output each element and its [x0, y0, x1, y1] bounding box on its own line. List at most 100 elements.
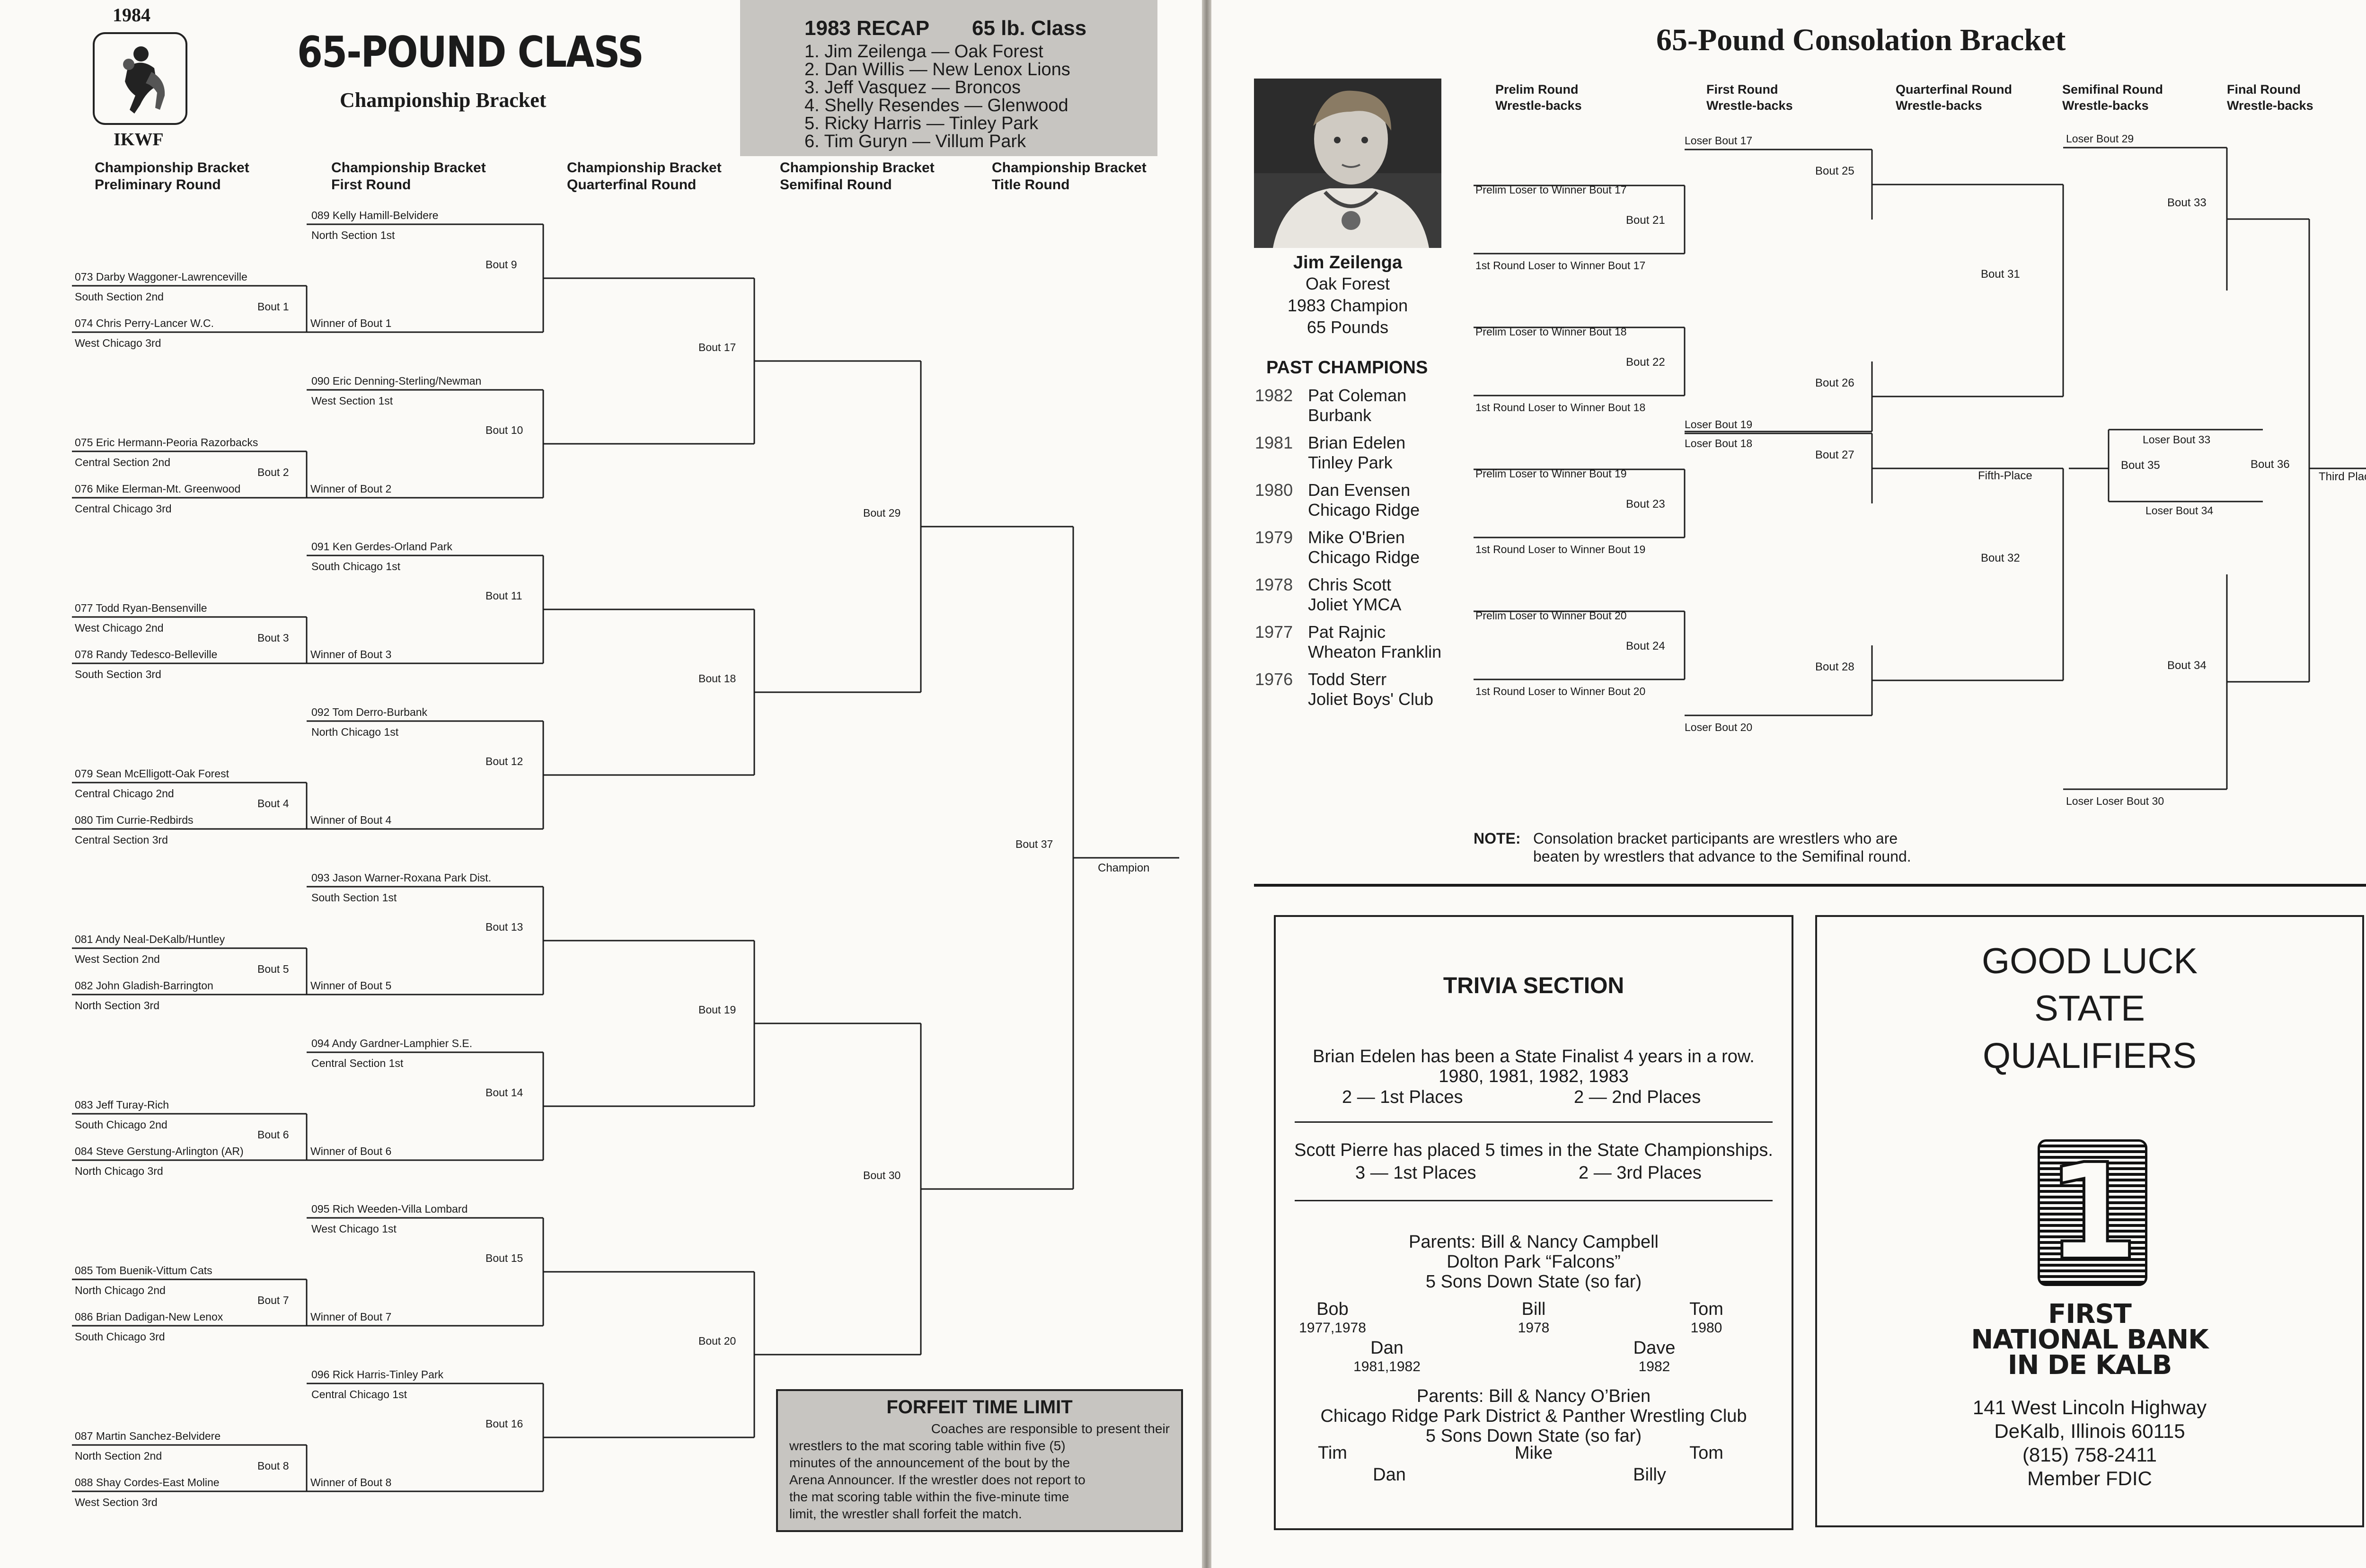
- wrestler-seed: Central Chicago 1st: [311, 1388, 407, 1401]
- wrestler-seed: Central Chicago 3rd: [75, 502, 172, 515]
- wrestler-seed: North Chicago 1st: [311, 726, 399, 738]
- bout-label: Bout 17: [698, 341, 736, 353]
- champion-name: Mike O'Brien: [1308, 528, 1405, 547]
- champion-name: Chris Scott: [1308, 575, 1392, 594]
- bank-name-line: NATIONAL BANK: [1971, 1324, 2208, 1355]
- round-header-line1: Final Round: [2227, 82, 2301, 97]
- wrestler-entry: 091 Ken Gerdes-Orland Park: [311, 540, 452, 553]
- bout-label: Bout 22: [1626, 356, 1665, 369]
- forfeit-line: the mat scoring table within the five-mi…: [789, 1489, 1069, 1504]
- bout-label: Bout 27: [1815, 449, 1854, 461]
- champion-year: 1981: [1255, 433, 1293, 452]
- wrestler-entry: 088 Shay Cordes-East Moline: [75, 1476, 220, 1489]
- wrestler-entry: 090 Eric Denning-Sterling/Newman: [311, 375, 482, 387]
- wrestleback-entry: 1st Round Loser to Winner Bout 19: [1475, 543, 1646, 555]
- champion-name: Brian Edelen: [1308, 433, 1406, 452]
- loser-label: Loser Bout 19: [1685, 418, 1753, 431]
- champion-club: Chicago Ridge: [1308, 500, 1420, 520]
- bout-label: Bout 37: [1015, 838, 1053, 850]
- champion-name: Todd Sterr: [1308, 669, 1387, 689]
- champion-club: Burbank: [1308, 405, 1372, 425]
- son-name: Mike: [1514, 1443, 1553, 1463]
- round-header-line1: Semifinal Round: [2062, 82, 2163, 97]
- trivia-box: TRIVIA SECTION Brian Edelen has been a S…: [1274, 915, 1793, 1530]
- wrestler-seed: Central Section 3rd: [75, 834, 168, 846]
- trivia-fact: Chicago Ridge Park District & Panther Wr…: [1320, 1406, 1747, 1426]
- wrestler-entry: 083 Jeff Turay-Rich: [75, 1099, 169, 1111]
- wrestler-seed: South Chicago 2nd: [75, 1119, 168, 1131]
- bank-name-line: IN DE KALB: [2007, 1350, 2172, 1381]
- recap-item: 6. Tim Guryn — Villum Park: [804, 132, 1026, 151]
- wrestler-entry: 092 Tom Derro-Burbank: [311, 706, 428, 718]
- bout-label: Bout 4: [257, 797, 289, 810]
- son-name: Tom: [1689, 1299, 1723, 1319]
- bout-label: Bout 14: [486, 1086, 523, 1099]
- wrestler-seed: North Chicago 3rd: [75, 1165, 163, 1177]
- wrestler-seed: West Section 3rd: [75, 1496, 158, 1508]
- champion-year: 1980: [1255, 480, 1293, 500]
- address-line: (815) 758-2411: [2022, 1444, 2157, 1466]
- wrestler-entry: 095 Rich Weeden-Villa Lombard: [311, 1203, 468, 1215]
- champion-name: Pat Coleman: [1308, 386, 1407, 405]
- champion-club: Wheaton Franklin: [1308, 642, 1442, 661]
- son-name: Tom: [1689, 1443, 1723, 1463]
- wrestleback-entry: Prelim Loser to Winner Bout 18: [1475, 326, 1627, 338]
- wrestler-seed: West Chicago 1st: [311, 1223, 397, 1235]
- trivia-places: 2 — 1st Places: [1342, 1087, 1463, 1107]
- caption-line: Jim Zeilenga: [1293, 253, 1403, 273]
- good-luck-line: GOOD LUCK: [1981, 941, 2198, 981]
- wrestleback-entry: 1st Round Loser to Winner Bout 17: [1475, 259, 1646, 272]
- round-header-line2: Wrestle-backs: [2062, 98, 2149, 113]
- wrestler-seed: South Section 2nd: [75, 291, 164, 303]
- round-header-line2: Wrestle-backs: [1706, 98, 1793, 113]
- recap-title: 1983 RECAP: [804, 17, 930, 40]
- son-name: Bob: [1316, 1299, 1349, 1319]
- forfeit-line: wrestlers to the mat scoring table withi…: [789, 1438, 1066, 1453]
- son-years: 1981,1982: [1353, 1359, 1421, 1374]
- trivia-fact: 5 Sons Down State (so far): [1425, 1426, 1642, 1446]
- loser-label: Loser Bout 29: [2066, 132, 2134, 145]
- winner-label: Winner of Bout 1: [310, 317, 392, 329]
- loser-label: Loser Bout 20: [1685, 721, 1753, 733]
- recap-class: 65 lb. Class: [972, 17, 1087, 40]
- bank-name-line: FIRST: [2048, 1299, 2132, 1330]
- champion-photo: [1254, 79, 1441, 248]
- bout-label: Bout 2: [257, 466, 289, 478]
- champion-label: Champion: [1098, 862, 1150, 874]
- bout-label: Bout 16: [486, 1418, 523, 1430]
- wrestler-entry: 085 Tom Buenik-Vittum Cats: [75, 1264, 212, 1277]
- caption-line: 1983 Champion: [1287, 296, 1408, 315]
- wrestlers-icon: [123, 46, 165, 114]
- champion-name: Dan Evensen: [1308, 480, 1411, 500]
- loser-label: Loser Bout 18: [1685, 437, 1753, 449]
- bout-label: Bout 10: [486, 424, 523, 436]
- recap-item: 1. Jim Zeilenga — Oak Forest: [804, 42, 1043, 62]
- champion-year: 1978: [1255, 575, 1293, 594]
- trivia-divider: [1295, 1121, 1773, 1123]
- round-header-line2: Wrestle-backs: [1896, 98, 1982, 113]
- champion-year: 1977: [1255, 622, 1293, 642]
- wrestler-seed: South Chicago 1st: [311, 560, 400, 573]
- wrestler-seed: Central Section 1st: [311, 1057, 404, 1069]
- wrestleback-entry: 1st Round Loser to Winner Bout 18: [1475, 401, 1646, 414]
- year-label: 1984: [113, 4, 150, 26]
- son-name: Bill: [1521, 1299, 1546, 1319]
- fifth-place-label: Fifth-Place: [1978, 469, 2032, 482]
- round-header-line2: First Round: [331, 177, 411, 193]
- winner-label: Winner of Bout 4: [310, 814, 392, 826]
- bout-label: Bout 3: [257, 632, 289, 644]
- trivia-fact: 5 Sons Down State (so far): [1425, 1272, 1642, 1292]
- loser-label: Loser Loser Bout 30: [2066, 795, 2164, 807]
- wrestleback-entry: Prelim Loser to Winner Bout 20: [1475, 609, 1627, 622]
- good-luck-line: STATE: [2034, 988, 2145, 1029]
- trivia-fact: 1980, 1981, 1982, 1983: [1439, 1066, 1629, 1086]
- bout-label: Bout 1: [257, 300, 289, 313]
- wrestler-entry: 074 Chris Perry-Lancer W.C.: [75, 317, 214, 329]
- address-line: DeKalb, Illinois 60115: [1994, 1420, 2185, 1442]
- bout-label: Bout 23: [1626, 498, 1665, 511]
- bout-label: Bout 11: [486, 590, 522, 602]
- son-years: 1982: [1638, 1359, 1670, 1374]
- round-header-line2: Title Round: [992, 177, 1070, 193]
- bout-label: Bout 8: [257, 1460, 289, 1472]
- section-divider: [1254, 884, 2366, 887]
